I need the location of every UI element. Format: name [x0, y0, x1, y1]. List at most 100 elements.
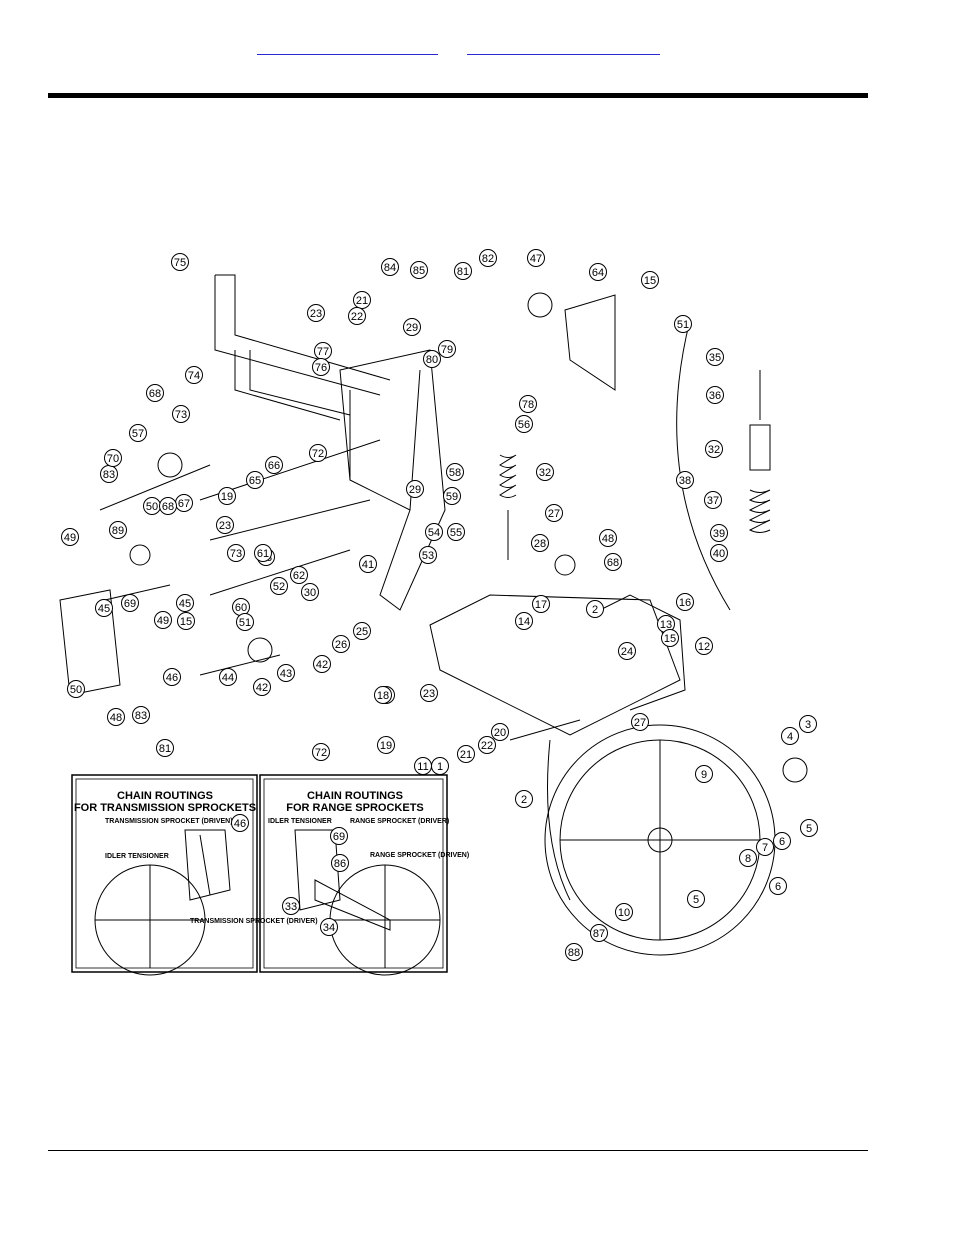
- callout-label: 27: [548, 508, 560, 520]
- callout-label: 25: [356, 626, 368, 638]
- callout-35: 35: [706, 348, 724, 366]
- callout-label: 29: [409, 484, 421, 496]
- callout-label: 2: [521, 794, 527, 806]
- nav-link-1[interactable]: [257, 44, 438, 55]
- callout-84: 84: [381, 258, 399, 276]
- callout-83: 83: [132, 706, 150, 724]
- callout-label: 27: [634, 717, 646, 729]
- callout-23: 23: [216, 516, 234, 534]
- callout-10: 10: [615, 903, 633, 921]
- callout-54: 54: [425, 523, 443, 541]
- callout-36: 36: [706, 386, 724, 404]
- inset-transmission-driver-label: TRANSMISSION SPROCKET (DRIVER): [190, 918, 318, 925]
- callout-29: 29: [406, 480, 424, 498]
- callout-label: 30: [304, 587, 316, 599]
- callout-label: 16: [679, 597, 691, 609]
- callout-2: 2: [586, 600, 604, 618]
- callout-label: 13: [660, 619, 672, 631]
- callout-21: 21: [353, 291, 371, 309]
- callout-label: 51: [239, 617, 251, 629]
- callout-label: 22: [481, 740, 493, 752]
- callout-26: 26: [332, 635, 350, 653]
- callout-27: 27: [631, 713, 649, 731]
- callout-12: 12: [695, 637, 713, 655]
- callout-76: 76: [312, 358, 330, 376]
- callout-label: 59: [446, 491, 458, 503]
- callout-55: 55: [447, 523, 465, 541]
- callout-label: 83: [135, 710, 147, 722]
- callout-label: 43: [280, 668, 292, 680]
- callout-label: 1: [437, 761, 443, 773]
- callout-label: 32: [708, 444, 720, 456]
- callout-label: 5: [693, 894, 699, 906]
- callout-label: 46: [234, 818, 246, 830]
- callout-label: 51: [677, 319, 689, 331]
- callout-label: 19: [380, 740, 392, 752]
- callout-15: 15: [661, 629, 679, 647]
- callout-label: 47: [530, 253, 542, 265]
- callout-label: 23: [423, 688, 435, 700]
- callout-label: 70: [107, 453, 119, 465]
- callout-47: 47: [527, 249, 545, 267]
- inset-range-driven-label: RANGE SPROCKET (DRIVEN): [370, 852, 469, 859]
- callout-label: 6: [775, 881, 781, 893]
- callout-22: 22: [348, 307, 366, 325]
- callout-59: 59: [443, 487, 461, 505]
- callout-label: 56: [518, 419, 530, 431]
- callout-5: 5: [800, 819, 818, 837]
- callout-23: 23: [307, 304, 325, 322]
- callout-label: 20: [494, 727, 506, 739]
- nav-link-2[interactable]: [467, 44, 660, 55]
- callout-29: 29: [403, 318, 421, 336]
- callout-21: 21: [457, 745, 475, 763]
- callout-label: 49: [64, 532, 76, 544]
- callout-64: 64: [589, 263, 607, 281]
- callout-label: 23: [219, 520, 231, 532]
- callout-label: 15: [180, 616, 192, 628]
- callout-label: 82: [482, 253, 494, 265]
- callout-52: 52: [270, 577, 288, 595]
- callout-15: 15: [177, 612, 195, 630]
- callout-20: 20: [491, 723, 509, 741]
- callout-label: 48: [110, 712, 122, 724]
- callout-72: 72: [309, 444, 327, 462]
- callout-81: 81: [156, 739, 174, 757]
- callout-17: 17: [532, 595, 550, 613]
- callout-70: 70: [104, 449, 122, 467]
- callout-label: 17: [535, 599, 547, 611]
- callout-68: 68: [146, 384, 164, 402]
- callout-51: 51: [674, 315, 692, 333]
- callout-14: 14: [515, 612, 533, 630]
- callout-label: 38: [679, 475, 691, 487]
- callout-label: 14: [518, 616, 530, 628]
- callout-label: 4: [787, 731, 793, 743]
- inset-range: CHAIN ROUTINGS FOR RANGE SPROCKETS IDLER…: [259, 774, 469, 976]
- callout-label: 65: [249, 475, 261, 487]
- callout-label: 73: [230, 548, 242, 560]
- callout-49: 49: [61, 528, 79, 546]
- callout-32: 32: [536, 463, 554, 481]
- callout-43: 43: [277, 664, 295, 682]
- callout-72: 72: [312, 743, 330, 761]
- callout-label: 41: [362, 559, 374, 571]
- callout-label: 48: [602, 533, 614, 545]
- callout-label: 33: [285, 901, 297, 913]
- inset-transmission-title-1: CHAIN ROUTINGS: [117, 790, 213, 802]
- callout-label: 60: [235, 602, 247, 614]
- callout-57: 57: [129, 424, 147, 442]
- callout-label: 88: [568, 947, 580, 959]
- callout-67: 67: [175, 494, 193, 512]
- callout-50: 50: [67, 680, 85, 698]
- callout-89: 89: [109, 521, 127, 539]
- callout-label: 67: [178, 498, 190, 510]
- callout-label: 75: [174, 257, 186, 269]
- callout-label: 35: [709, 352, 721, 364]
- callout-34: 34: [320, 918, 338, 936]
- callout-label: 7: [762, 842, 768, 854]
- callout-50: 50: [143, 497, 161, 515]
- callout-label: 18: [377, 690, 389, 702]
- callout-label: 37: [707, 495, 719, 507]
- callout-label: 89: [112, 525, 124, 537]
- callout-51: 51: [236, 613, 254, 631]
